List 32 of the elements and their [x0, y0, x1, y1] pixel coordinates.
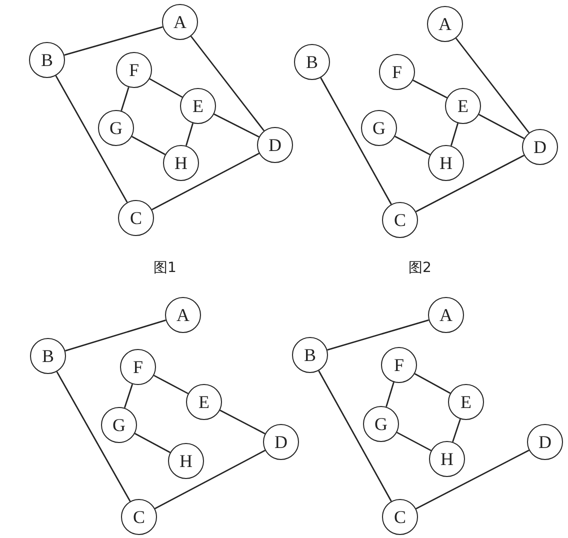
connector-line [55, 75, 128, 203]
connector-line [132, 136, 166, 156]
connector-line [450, 123, 459, 146]
connector-line [318, 370, 392, 502]
connector-line [124, 384, 134, 408]
connector-line [120, 86, 130, 112]
connector-line [149, 78, 183, 98]
connector-line [154, 374, 188, 394]
connector-line [414, 373, 451, 394]
figure-caption: 图1 [154, 261, 176, 275]
connector-line [412, 80, 448, 98]
connector-line [65, 320, 166, 352]
connector-line [320, 77, 392, 205]
connector-line [327, 319, 429, 351]
connector-line [154, 450, 266, 510]
connector-line [152, 152, 260, 210]
connector-line [134, 432, 170, 454]
connector-line [64, 26, 163, 56]
connector-line [214, 114, 260, 138]
connector-line [56, 371, 131, 502]
connector-line [452, 418, 461, 442]
connector-line [396, 432, 432, 452]
connector-line [394, 136, 430, 156]
connector-line [416, 450, 530, 510]
connector-line [478, 114, 524, 140]
connector-line [455, 38, 530, 134]
connector-line [220, 410, 266, 434]
connector-line [190, 36, 265, 132]
connector-line [386, 382, 394, 407]
connector-line [416, 154, 524, 212]
connector-line [185, 123, 194, 146]
figure-caption: 图2 [408, 261, 432, 275]
